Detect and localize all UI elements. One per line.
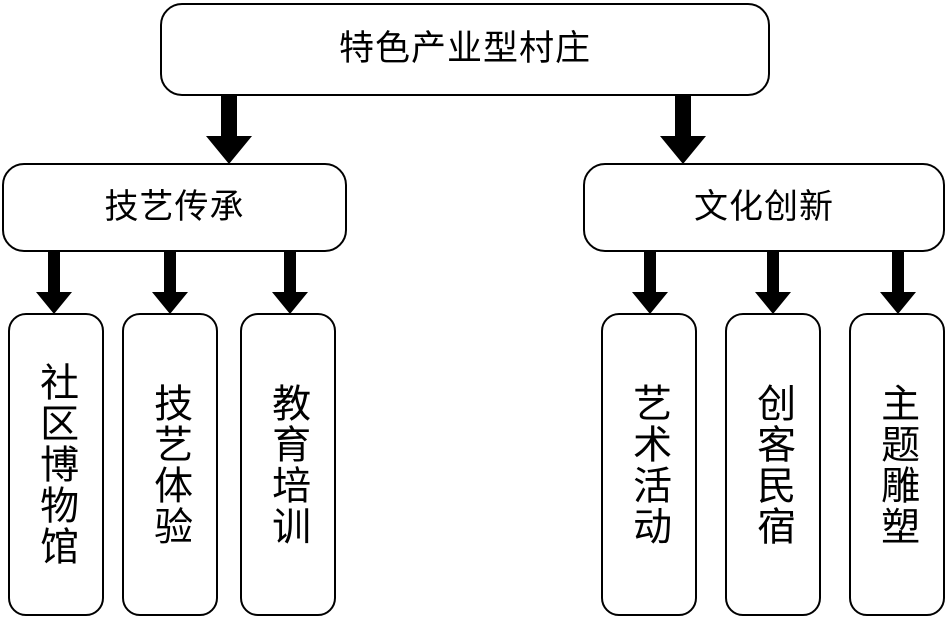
arrow-cultural-innovation-to-theme-sculpture — [880, 252, 916, 314]
arrow-root-to-skill-heritage — [206, 96, 252, 164]
arrow-cultural-innovation-to-maker-homestay — [755, 252, 791, 314]
node-leaf-community-museum-label: 社区博物馆 — [34, 362, 78, 567]
arrow-root-to-cultural-innovation — [660, 96, 706, 164]
arrow-cultural-innovation-to-art-activities — [632, 252, 668, 314]
node-leaf-education-training[interactable]: 教育培训 — [240, 313, 336, 616]
node-leaf-maker-homestay[interactable]: 创客民宿 — [725, 313, 821, 616]
node-leaf-craft-experience-label: 技艺体验 — [148, 382, 192, 547]
node-branch-cultural-innovation[interactable]: 文化创新 — [583, 163, 945, 252]
node-leaf-theme-sculpture[interactable]: 主题雕塑 — [849, 313, 945, 616]
node-leaf-education-training-label: 教育培训 — [266, 382, 310, 547]
node-leaf-art-activities[interactable]: 艺术活动 — [601, 313, 697, 616]
arrow-skill-heritage-to-community-museum — [36, 252, 72, 314]
node-branch-skill-heritage[interactable]: 技艺传承 — [2, 163, 347, 252]
node-leaf-maker-homestay-label: 创客民宿 — [751, 382, 795, 547]
node-root-featured-industry-village[interactable]: 特色产业型村庄 — [160, 3, 770, 96]
node-leaf-community-museum[interactable]: 社区博物馆 — [8, 313, 104, 616]
node-leaf-art-activities-label: 艺术活动 — [627, 382, 671, 547]
node-branch-skill-heritage-label: 技艺传承 — [104, 188, 245, 226]
arrow-skill-heritage-to-education-training — [272, 252, 308, 314]
arrow-skill-heritage-to-craft-experience — [152, 252, 188, 314]
node-leaf-theme-sculpture-label: 主题雕塑 — [875, 382, 919, 547]
node-branch-cultural-innovation-label: 文化创新 — [694, 188, 834, 226]
node-root-label: 特色产业型村庄 — [338, 29, 591, 69]
node-leaf-craft-experience[interactable]: 技艺体验 — [122, 313, 218, 616]
